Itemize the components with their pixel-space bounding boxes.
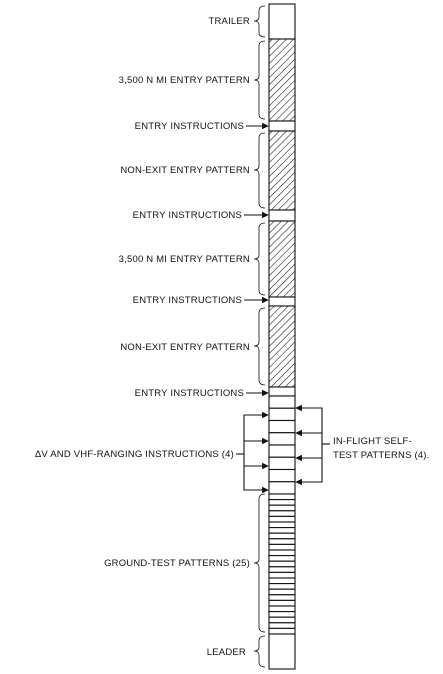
dv-vhf-cell (268, 468, 296, 483)
ground-test-cell (268, 622, 296, 629)
dv-vhf-cell (268, 395, 296, 409)
label-entry-instructions-2: ENTRY INSTRUCTIONS (133, 210, 242, 221)
brace-non-exit-top (253, 132, 266, 209)
tape-column (268, 3, 296, 670)
ground-test-cell (268, 527, 296, 534)
label-entry-instructions-3: ENTRY INSTRUCTIONS (133, 295, 242, 306)
label-entry-pattern-3500-lower: 3,500 N MI ENTRY PATTERN (119, 254, 250, 265)
instruction-arrows (244, 122, 269, 397)
label-non-exit-pattern-top: NON-EXIT ENTRY PATTERN (120, 165, 250, 176)
ground-test-cell (268, 560, 296, 568)
ground-test-cell (268, 515, 296, 523)
ground-test-cell (268, 538, 296, 545)
entry-instructions-4-segment (268, 386, 296, 397)
ground-test-cell (268, 583, 296, 590)
ground-test-cell (268, 499, 296, 506)
dv-vhf-cell (268, 419, 296, 434)
non-exit-pattern-lower-segment (268, 305, 296, 388)
ground-test-cell (268, 605, 296, 613)
entry-pattern-3500-lower-segment (268, 220, 296, 298)
label-dv-vhf-instructions: ΔV AND VHF-RANGING INSTRUCTIONS (4) (35, 449, 234, 460)
ground-test-pattern-cells (268, 493, 296, 635)
ground-test-cell (268, 616, 296, 624)
ground-test-cell (268, 627, 296, 635)
non-exit-pattern-top-segment (268, 130, 296, 211)
label-trailer: TRAILER (208, 16, 250, 27)
dv-vhf-bracket (236, 411, 269, 494)
dv-vhf-cell (268, 444, 296, 458)
ground-test-cell (268, 521, 296, 529)
entry-instructions-3-segment (268, 296, 296, 307)
brace-entry-3500-top (253, 40, 266, 120)
ground-test-cell (268, 543, 296, 551)
ground-test-cell (268, 493, 296, 501)
ground-test-cell (268, 566, 296, 573)
entry-instructions-1-segment (268, 120, 296, 132)
ground-test-cell (268, 594, 296, 601)
entry-instructions-2-segment (268, 209, 296, 222)
ground-test-cell (268, 611, 296, 618)
label-non-exit-pattern-lower: NON-EXIT ENTRY PATTERN (120, 342, 250, 353)
brace-trailer (253, 5, 266, 38)
label-entry-instructions-1: ENTRY INSTRUCTIONS (135, 121, 244, 132)
dv-vhf-cell (268, 407, 296, 422)
label-inflight-line2: TEST PATTERNS (4). (333, 450, 430, 461)
brace-leader (253, 635, 266, 668)
label-inflight-line1: IN-FLIGHT SELF- (333, 436, 412, 447)
braces (253, 5, 266, 668)
inflight-bracket (295, 404, 330, 486)
ground-test-cell (268, 588, 296, 596)
label-leader: LEADER (207, 647, 246, 658)
dv-vhf-cell (268, 432, 296, 446)
ground-test-cell (268, 599, 296, 607)
label-entry-instructions-4: ENTRY INSTRUCTIONS (135, 388, 244, 399)
brace-entry-3500-lower (253, 222, 266, 296)
ground-test-cell (268, 577, 296, 585)
ground-test-cell (268, 510, 296, 517)
entry-pattern-3500-top-segment (268, 38, 296, 122)
label-entry-pattern-3500-top: 3,500 N MI ENTRY PATTERN (119, 75, 250, 86)
labels: TRAILER 3,500 N MI ENTRY PATTERN ENTRY I… (35, 16, 430, 658)
dv-vhf-instruction-cells (268, 395, 296, 495)
ground-test-cell (268, 571, 296, 579)
brace-ground-test (253, 493, 266, 633)
ground-test-cell (268, 549, 296, 557)
ground-test-cell (268, 532, 296, 540)
brace-non-exit-lower (253, 307, 266, 386)
dv-vhf-cell (268, 481, 296, 495)
trailer-segment (268, 3, 296, 40)
dv-vhf-cell (268, 456, 296, 471)
ground-test-cell (268, 504, 296, 512)
label-ground-test: GROUND-TEST PATTERNS (25) (104, 558, 250, 569)
ground-test-cell (268, 555, 296, 562)
leader-segment (268, 633, 296, 670)
